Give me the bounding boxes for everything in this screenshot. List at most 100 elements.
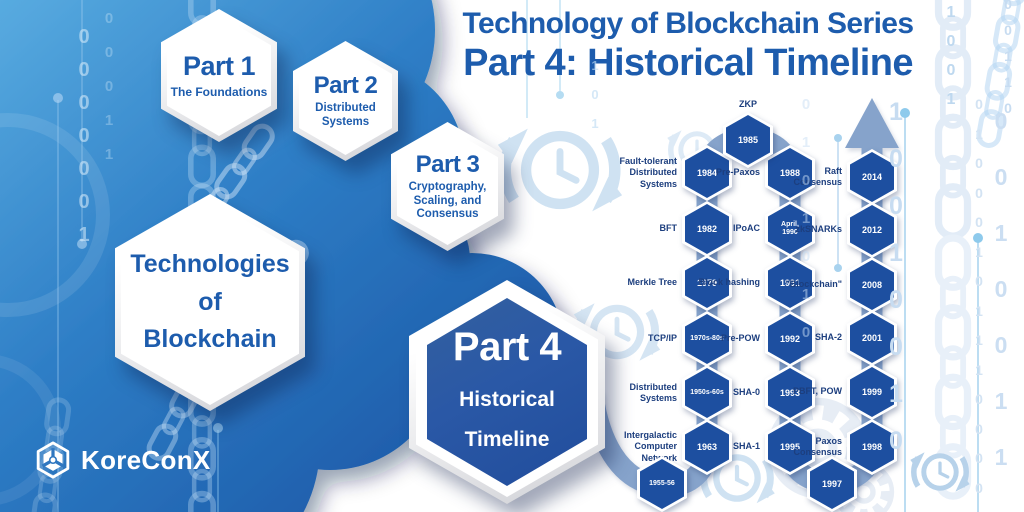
part-3-title: Part 3: [415, 151, 480, 179]
koreconx-logo: KoreConX: [34, 441, 211, 479]
part-2-subtitle: Distributed Systems: [315, 102, 376, 128]
part-4-subtitle: Historical Timeline: [459, 387, 555, 451]
koreconx-logo-text: KoreConX: [81, 444, 211, 475]
binary-digit: 0: [975, 155, 983, 171]
binary-digit: 0: [975, 184, 983, 201]
timeline-node-label: Fault-tolerant Distributed Systems: [619, 156, 678, 189]
timeline-node-label: BFT: [659, 223, 678, 234]
timeline-node: 2014: [847, 149, 897, 205]
binary-digit: 1: [889, 380, 903, 408]
part-3-subtitle: Cryptography, Scaling, and Consensus: [408, 181, 487, 221]
binary-digit: 0: [994, 332, 1008, 358]
part-1-title: Part 1: [182, 51, 256, 82]
binary-digit: 0: [994, 276, 1008, 302]
binary-digit: 0: [946, 33, 956, 50]
binary-digit: 0: [975, 96, 983, 112]
timeline-node-label: IPoAC: [733, 223, 760, 234]
binary-digit: 0: [975, 391, 983, 407]
binary-digit: 0: [1004, 100, 1012, 116]
clock-icon: [910, 452, 969, 492]
binary-digit: 0: [975, 214, 983, 230]
binary-digit: 1: [591, 116, 599, 131]
binary-digit: 0: [591, 87, 599, 102]
binary-digit: 1: [975, 302, 983, 319]
timeline-node: 1955-56: [637, 456, 687, 512]
timeline-node: 1999: [847, 364, 897, 420]
hexagon-face: [397, 128, 498, 245]
binary-digit: 1: [801, 286, 811, 303]
binary-digit: 1: [104, 146, 114, 163]
timeline-node: 2008: [847, 257, 897, 313]
timeline-node-label: Pre-Paxos: [715, 167, 760, 178]
timeline-node: 1997: [807, 456, 857, 512]
timeline-node-label: SHA-2: [814, 332, 842, 343]
timeline-node-label: Merkle Tree: [627, 277, 677, 288]
main-hexagon-title: Technologies of Blockchain: [130, 250, 290, 354]
binary-digit: 1: [994, 388, 1008, 414]
timeline-node: 2001: [847, 310, 897, 366]
binary-digit: 1: [801, 134, 811, 151]
timeline-node-label: zkSNARKs: [795, 224, 842, 235]
binary-digit: 0: [801, 172, 811, 189]
binary-digit: 0: [78, 59, 90, 81]
hexagon-technologies-of-blockchain: Technologies of Blockchain: [115, 194, 305, 411]
timeline-node-label: "Blockchain": [785, 279, 842, 290]
binary-digit: 1: [78, 224, 90, 246]
hexagon-part-4: Part 4 Historical Timeline: [409, 280, 605, 504]
binary-digit: 1: [801, 210, 811, 227]
hexagon-part-2: Part 2 Distributed Systems: [293, 41, 398, 161]
timeline-node: 1992: [765, 311, 815, 367]
timeline-node-label: ZKP: [739, 99, 757, 109]
binary-digit: 1: [994, 220, 1008, 246]
timeline-node-label: Block hashing: [698, 277, 760, 288]
binary-digit: 0: [975, 420, 983, 437]
timeline-node: 1979: [682, 255, 732, 311]
timeline-node-label: Raft Consensus: [793, 165, 842, 187]
binary-digit: 0: [104, 10, 114, 27]
timeline-node: 1963: [682, 419, 732, 475]
binary-digit: 1: [889, 239, 903, 267]
faint-circle-outline: [0, 355, 61, 505]
binary-digit: 1: [591, 58, 599, 73]
timeline-node-label: Paxos Consensus: [793, 435, 842, 457]
part-2-title: Part 2: [313, 72, 378, 100]
binary-digit: 0: [889, 192, 903, 220]
timeline-node: 1995: [765, 419, 815, 475]
header: Technology of Blockchain Series Part 4: …: [408, 7, 968, 85]
part-4-title: Part 4: [452, 324, 562, 369]
binary-digit: 0: [78, 125, 90, 147]
binary-digit: 0: [975, 479, 983, 496]
timeline-node: 2012: [847, 202, 897, 258]
binary-digit: 0: [104, 78, 114, 95]
binary-digit: 1: [104, 112, 114, 129]
timeline-node: 1950s-60s: [682, 365, 732, 421]
binary-digit: 0: [889, 145, 903, 173]
binary-digit: 0: [889, 333, 903, 361]
timeline-node-label: Distributed Systems: [629, 381, 677, 403]
series-title: Technology of Blockchain Series: [462, 7, 915, 40]
hexagon-blue-face: [427, 298, 587, 486]
binary-digit: 0: [946, 62, 956, 79]
timeline-node-label: SHA-0: [732, 387, 760, 398]
timeline-node: 1970s-80s: [682, 311, 732, 367]
binary-digit: 0: [104, 44, 114, 61]
binary-digit: 0: [994, 108, 1008, 134]
binary-digit: 1: [975, 243, 983, 260]
hexagon-face: [299, 47, 392, 155]
timeline-node-label: PBFT, POW: [793, 386, 842, 397]
binary-digit: 0: [994, 164, 1008, 190]
timeline-node: 1982: [682, 201, 732, 257]
timeline-node-label: SHA-1: [732, 441, 760, 452]
timeline-node-label: Pre-POW: [720, 333, 760, 344]
binary-digit: 1: [975, 361, 983, 378]
binary-digit: 1: [946, 91, 956, 108]
timeline-node: 1984: [682, 145, 732, 201]
binary-digit: 0: [1004, 0, 1012, 12]
binary-digit: 0: [1004, 22, 1012, 38]
binary-digit: 0: [801, 324, 811, 341]
binary-digit: 1: [1004, 74, 1012, 90]
binary-digit: 0: [78, 26, 90, 48]
binary-digit: 0: [975, 273, 983, 289]
hexagon-part-3: Part 3 Cryptography, Scaling, and Consen…: [391, 122, 504, 251]
